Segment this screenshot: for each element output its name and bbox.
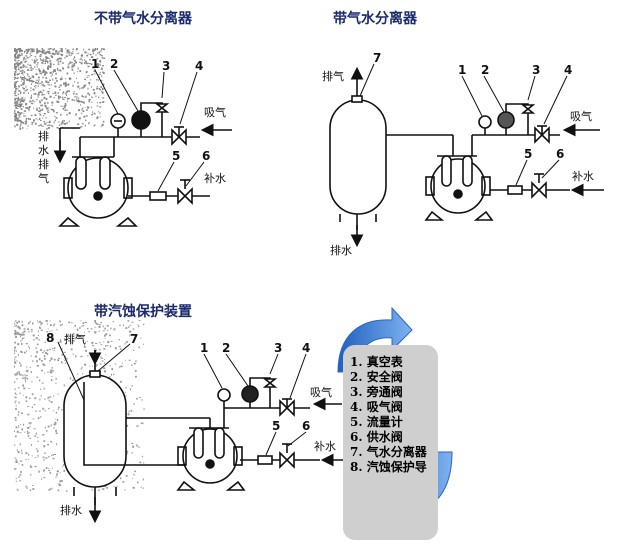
title-no-separator: 不带气水分离器 (94, 11, 192, 27)
num-3: 3 (532, 63, 540, 77)
diagram-with-separator (329, 63, 604, 248)
num-8: 8 (46, 331, 54, 345)
label-drain: 排水 (330, 243, 352, 257)
label-makeup: 补水 (314, 440, 336, 453)
num-2: 2 (481, 63, 489, 77)
label-exhaust-gas: 排气 (64, 332, 86, 346)
label-drain-exhaust-1: 水 (38, 144, 49, 157)
num-6: 6 (202, 149, 210, 163)
num-5: 5 (524, 147, 532, 161)
label-suction: 吸气 (570, 109, 592, 123)
number-labels: 1 2 3 4 5 6 7 1 2 3 4 5 6 8 7 1 2 3 4 5 … (46, 51, 572, 433)
legend-item-5: 5. 流量计 (350, 415, 403, 429)
num-7: 7 (373, 51, 381, 65)
label-makeup: 补水 (204, 172, 226, 185)
legend-item-4: 4. 吸气阀 (350, 400, 403, 414)
label-makeup: 补水 (572, 170, 594, 183)
num-6: 6 (556, 147, 564, 161)
num-1: 1 (458, 63, 466, 77)
title-cavitation: 带汽蚀保护装置 (94, 304, 192, 320)
label-drain: 排水 (60, 503, 82, 517)
label-drain-exhaust-2: 排 (38, 157, 49, 171)
text-labels: 吸气 补水 排 水 排 气 排气 排水 吸气 补水 排气 排水 吸气 补水 (38, 69, 594, 517)
legend-box: 1. 真空表 2. 安全阀 3. 旁通阀 4. 吸气阀 5. 流量计 6. 供水… (343, 345, 438, 540)
legend-item-8: 8. 汽蚀保护导 (350, 460, 427, 474)
label-suction: 吸气 (204, 105, 226, 119)
label-drain-exhaust-0: 排 (38, 129, 49, 143)
num-2: 2 (110, 57, 118, 71)
label-drain-exhaust-3: 气 (38, 171, 49, 185)
num-5: 5 (172, 149, 180, 163)
legend-item-7: 7. 气水分离器 (350, 445, 427, 459)
num-3: 3 (274, 341, 282, 355)
num-7: 7 (130, 332, 138, 346)
legend-item-6: 6. 供水阀 (350, 430, 403, 444)
num-4: 4 (302, 341, 310, 355)
label-suction: 吸气 (310, 385, 332, 399)
noise-top-left (14, 48, 106, 130)
num-5: 5 (272, 419, 280, 433)
label-exhaust-gas: 排气 (322, 69, 344, 83)
num-4: 4 (195, 59, 203, 73)
num-3: 3 (162, 59, 170, 73)
title-with-separator: 带气水分离器 (333, 11, 417, 27)
num-4: 4 (564, 63, 572, 77)
legend-item-3: 3. 旁通阀 (350, 385, 403, 399)
diagram-cavitation (57, 341, 344, 524)
num-1: 1 (91, 57, 99, 71)
legend-item-2: 2. 安全阀 (350, 370, 403, 384)
num-2: 2 (222, 341, 230, 355)
legend-item-1: 1. 真空表 (350, 355, 403, 369)
num-6: 6 (302, 419, 310, 433)
num-1: 1 (200, 341, 208, 355)
diagram-no-separator (53, 69, 232, 227)
